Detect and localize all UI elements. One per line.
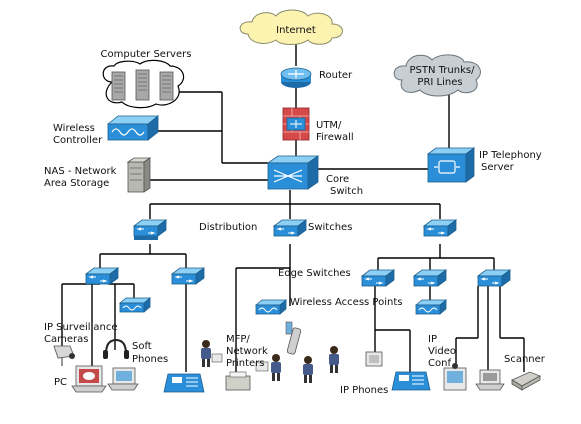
pc-icon	[71, 365, 107, 393]
user-workstation-icon	[201, 340, 211, 367]
user-workstation-icon	[303, 356, 313, 383]
nas-label-line2: Area Storage	[44, 178, 109, 189]
edge-switch-3	[361, 269, 395, 287]
server-icon	[159, 71, 174, 101]
switch-icon	[273, 219, 307, 237]
router-icon	[280, 67, 312, 88]
scanner: Scanner	[504, 354, 546, 391]
internet-label: Internet	[276, 25, 316, 36]
pstn-label-line2: PRI Lines	[417, 77, 462, 88]
nas-label-line1: NAS - Network	[44, 166, 117, 177]
video-conf-label-line3: Conf	[428, 358, 451, 369]
wireless-controller: Wireless Controller	[53, 115, 160, 146]
video-conf-icon	[443, 363, 467, 391]
router-label: Router	[319, 70, 353, 81]
ip-phone-left	[163, 373, 205, 393]
ip-telephony-label-line1: IP Telephony	[479, 150, 542, 161]
internet-cloud: Internet	[239, 9, 343, 45]
distribution-switch-right	[423, 219, 457, 237]
ip-phones-label: IP Phones	[340, 385, 388, 396]
firewall-label: Firewall	[316, 132, 354, 143]
core-switch: Core Switch	[266, 155, 363, 197]
core-switch-label-line1: Core	[326, 174, 349, 185]
user-workstation-3	[303, 356, 313, 383]
ip-telephony-server: IP Telephony Server	[426, 147, 542, 183]
user-workstation-4	[329, 346, 339, 373]
distribution-switch-left	[133, 219, 167, 240]
distribution-label: Distribution	[199, 222, 257, 233]
headset-icon	[103, 338, 129, 359]
wireless-controller-label-line1: Wireless	[53, 123, 95, 134]
firewall-icon	[282, 107, 310, 141]
switches-label: Switches	[308, 222, 352, 233]
wireless-controller-icon	[106, 115, 160, 141]
core-switch-label-line2: Switch	[330, 186, 363, 197]
ip-phone-icon	[365, 351, 383, 367]
pstn-cloud: PSTN Trunks/ PRI Lines	[393, 54, 481, 97]
mfp-network-printers: MFP/ Network Printers	[225, 334, 268, 391]
computer-servers-label: Computer Servers	[101, 49, 192, 60]
edge-switch-5	[477, 269, 511, 287]
pc-label: PC	[54, 377, 67, 388]
video-conf-label-line1: IP	[428, 334, 437, 345]
cloud-icon	[239, 9, 343, 45]
soft-phones-label-line1: Soft	[132, 341, 152, 352]
video-conf-label-line2: Video	[428, 346, 456, 357]
mfp-label-line1: MFP/	[226, 334, 250, 345]
ip-phone-icon	[391, 371, 431, 391]
edge-switch-4	[413, 269, 447, 287]
nas-icon	[126, 157, 152, 193]
cloud-icon	[393, 54, 481, 97]
switch-icon	[423, 219, 457, 237]
router: Router	[280, 67, 353, 88]
ip-telephony-server-icon	[426, 147, 476, 183]
mfp-label-line2: Network	[226, 346, 268, 357]
ip-video-conf: IP Video Conf	[428, 334, 467, 391]
nas-storage: NAS - Network Area Storage	[44, 157, 152, 193]
wireless-controller-label-line2: Controller	[53, 135, 103, 146]
laptop-right	[475, 369, 505, 391]
access-point-icon	[255, 299, 287, 315]
ip-telephony-label-line2: Server	[481, 162, 515, 173]
computer-servers: Computer Servers	[101, 49, 192, 109]
user-workstation-icon	[329, 346, 339, 373]
edge-switches-label: Edge Switches	[278, 268, 351, 279]
switch-icon	[133, 219, 167, 237]
scanner-icon	[511, 371, 541, 391]
mfp-label-line3: Printers	[226, 358, 264, 369]
utm-firewall: UTM/ Firewall	[282, 107, 354, 143]
wifi-phone	[285, 321, 302, 355]
soft-phones-label-line2: Phones	[132, 354, 168, 365]
user-workstation-icon	[271, 354, 281, 381]
user-workstation-1	[201, 340, 223, 367]
printer-icon	[225, 371, 251, 391]
scanner-label: Scanner	[504, 354, 546, 365]
edge-switch-2	[171, 267, 205, 285]
cameras-label-line2: Cameras	[44, 334, 88, 345]
connection-lines	[61, 44, 525, 380]
laptop-icon	[475, 369, 505, 391]
pc: PC	[54, 365, 107, 393]
server-icon	[135, 69, 150, 101]
soft-phones: Soft Phones	[103, 338, 168, 391]
pstn-label-line1: PSTN Trunks/	[410, 65, 476, 76]
distribution-switch-middle	[273, 219, 307, 237]
wireless-access-points-label: Wireless Access Points	[290, 297, 402, 308]
access-point-icon	[119, 297, 151, 313]
ip-phones-right: IP Phones	[340, 351, 431, 396]
switch-icon	[266, 155, 320, 190]
access-point-icon	[415, 299, 447, 315]
laptop-icon	[107, 367, 139, 391]
ip-surveillance-cameras: IP Surveillance Cameras	[44, 322, 117, 366]
server-icon	[111, 71, 126, 101]
camera-icon	[53, 345, 75, 366]
user-workstation-2	[255, 354, 281, 381]
ip-phone-icon	[163, 373, 205, 393]
edge-switch-1	[85, 267, 119, 285]
cameras-label-line1: IP Surveillance	[44, 322, 117, 333]
utm-label: UTM/	[316, 120, 342, 131]
